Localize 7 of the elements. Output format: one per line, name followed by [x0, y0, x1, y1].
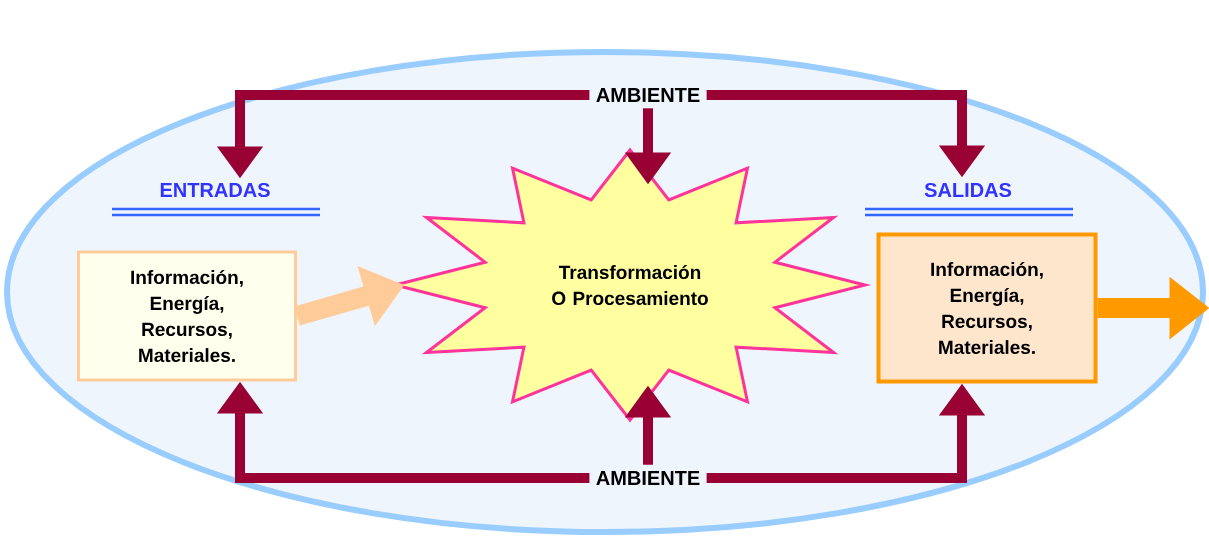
ambient-label: AMBIENTE — [589, 465, 707, 491]
process-label: Transformación O Procesamiento — [552, 264, 708, 306]
resource-box: Información, Energía, Recursos, Materiales. — [876, 232, 1098, 384]
section-heading: SALIDAS — [863, 182, 1075, 217]
section-heading: ENTRADAS — [110, 182, 322, 217]
resource-box: Información, Energía, Recursos, Materiales. — [77, 250, 297, 382]
ambient-label: AMBIENTE — [589, 82, 707, 108]
